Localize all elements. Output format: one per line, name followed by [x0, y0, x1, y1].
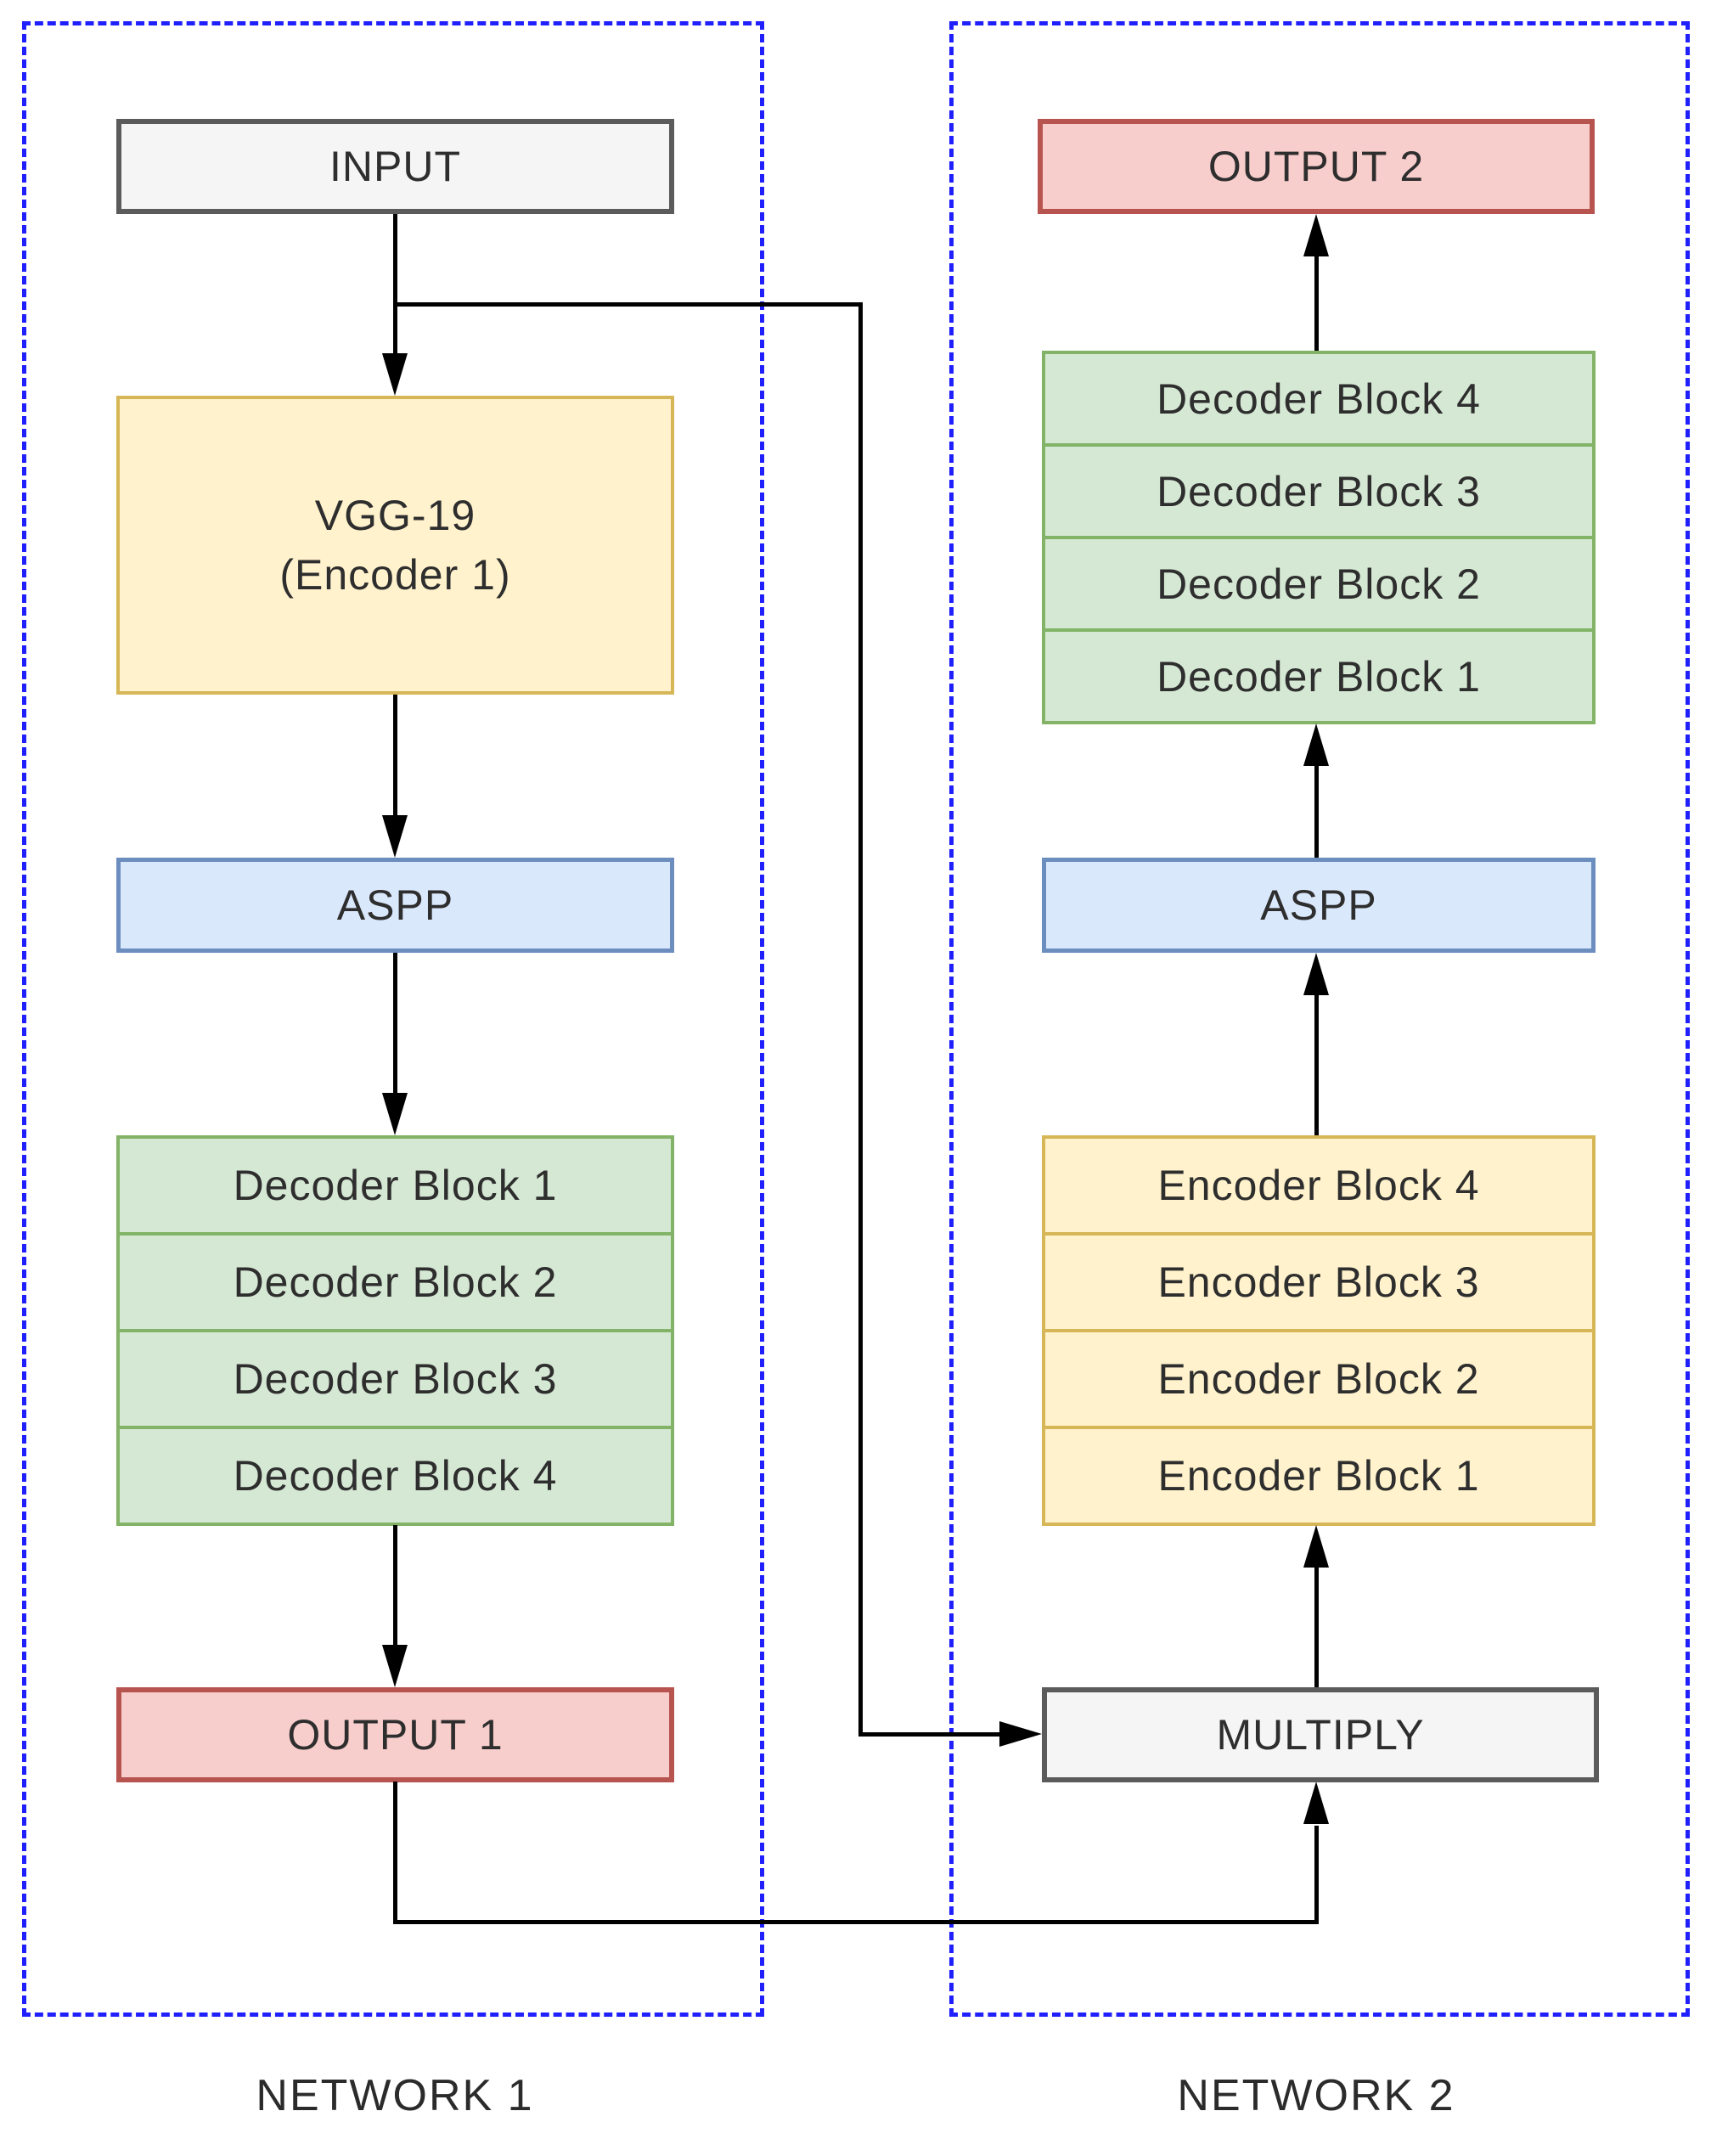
network2-label: NETWORK 2 [1177, 2071, 1455, 2120]
vgg-encoder1-label: VGG-19 (Encoder 1) [279, 486, 510, 605]
encoder-block-row: Encoder Block 4 [1157, 1162, 1480, 1209]
input-to-encoder1-arrowhead-icon [382, 353, 408, 396]
input-label: INPUT [329, 143, 461, 190]
aspp2-to-decoders2-arrowhead-icon [1303, 723, 1329, 766]
decoder-block-row: Decoder Block 4 [1157, 374, 1481, 423]
line-encoders-to-aspp2 [1314, 995, 1319, 1135]
output2-label: OUTPUT 2 [1207, 143, 1425, 190]
aspp1-to-decoders1-arrowhead-icon [382, 1093, 408, 1135]
encoder-block-row: Encoder Block 1 [1045, 1426, 1592, 1523]
output1-to-multiply-arrowhead-icon [1303, 1782, 1329, 1824]
decoder-block-row: Decoder Block 1 [1045, 628, 1592, 721]
encoder-block-row: Encoder Block 3 [1045, 1232, 1592, 1329]
line-encoder1-to-aspp1 [393, 695, 397, 819]
decoders1-to-output1-arrowhead-icon [382, 1645, 408, 1687]
aspp2-box: ASPP [1042, 858, 1596, 953]
aspp2-label: ASPP [1260, 881, 1377, 929]
line-output1-down [393, 1782, 397, 1924]
input-box: INPUT [116, 119, 674, 214]
network1-label: NETWORK 1 [256, 2071, 534, 2120]
encoders-to-aspp2-arrowhead-icon [1303, 953, 1329, 995]
multiply-label: MULTIPLY [1216, 1711, 1425, 1759]
encoder1-to-aspp1-arrowhead-icon [382, 815, 408, 858]
decoder-block-row: Decoder Block 3 [120, 1329, 671, 1426]
decoder-stack-network1: Decoder Block 1 Decoder Block 2 Decoder … [116, 1135, 674, 1526]
line-input-to-encoder1 [393, 214, 397, 357]
line-aspp2-to-decoders2 [1314, 766, 1319, 858]
encoder-stack-network2: Encoder Block 4 Encoder Block 3 Encoder … [1042, 1135, 1596, 1526]
encoder-block-row: Encoder Block 2 [1045, 1329, 1592, 1426]
multiply-box: MULTIPLY [1042, 1687, 1599, 1782]
decoder-block-row: Decoder Block 1 [233, 1162, 558, 1209]
aspp1-box: ASPP [116, 858, 674, 953]
line-decoders1-to-output1 [393, 1525, 397, 1649]
network2-frame [949, 21, 1690, 2017]
line-branch-to-multiply [858, 1732, 999, 1737]
decoder-block-row: Decoder Block 4 [120, 1426, 671, 1523]
decoder-block-row: Decoder Block 2 [120, 1232, 671, 1329]
line-input-branch-horizontal [395, 302, 862, 307]
output1-box: OUTPUT 1 [116, 1687, 674, 1782]
vgg-title: VGG-19 [314, 492, 476, 539]
output2-box: OUTPUT 2 [1038, 119, 1595, 214]
decoder-stack-network2: Decoder Block 4 Decoder Block 3 Decoder … [1042, 351, 1596, 724]
decoder-block-row: Decoder Block 3 [1045, 443, 1592, 536]
line-decoders2-to-output2 [1314, 256, 1319, 351]
multiply-to-encoders-arrowhead-icon [1303, 1525, 1329, 1568]
line-output1-to-multiply-vertical [1314, 1826, 1319, 1922]
line-aspp1-to-decoders1 [393, 953, 397, 1097]
line-output1-to-multiply-horizontal [393, 1920, 1319, 1924]
output1-label: OUTPUT 1 [287, 1711, 504, 1759]
vgg-encoder1-box: VGG-19 (Encoder 1) [116, 396, 674, 695]
network1-frame [22, 21, 764, 2017]
aspp1-label: ASPP [336, 881, 454, 929]
line-multiply-to-encoders [1314, 1568, 1319, 1687]
decoders2-to-output2-arrowhead-icon [1303, 214, 1329, 256]
branch-to-multiply-arrowhead-icon [999, 1721, 1042, 1747]
decoder-block-row: Decoder Block 2 [1045, 536, 1592, 628]
line-input-branch-vertical [858, 302, 863, 1737]
vgg-subtitle: (Encoder 1) [279, 551, 511, 599]
